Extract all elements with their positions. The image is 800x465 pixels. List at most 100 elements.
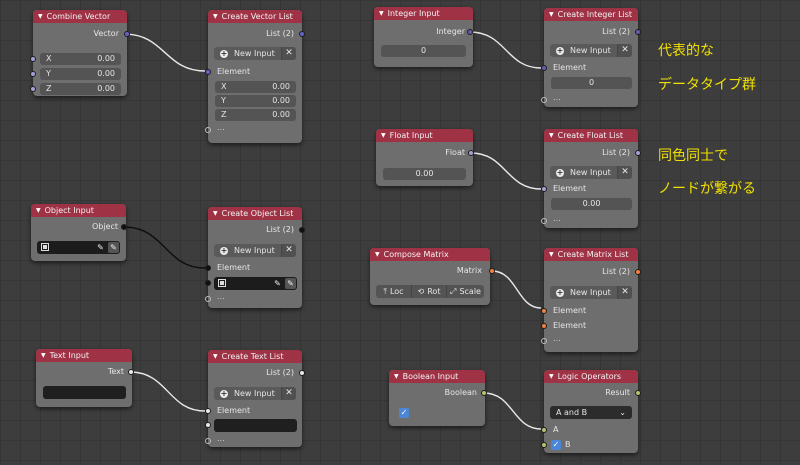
node-header[interactable]: ▼Create Float List	[544, 129, 638, 142]
scale-button[interactable]: ⤢Scale	[447, 285, 484, 298]
z-input-socket[interactable]	[30, 86, 36, 92]
element-input-socket[interactable]	[205, 265, 211, 271]
new-input-button[interactable]: +New Input✕	[214, 244, 296, 257]
new-input-button[interactable]: +New Input✕	[550, 286, 632, 299]
new-element-socket[interactable]	[541, 338, 547, 344]
a-input-socket[interactable]	[541, 427, 547, 433]
close-icon[interactable]: ✕	[281, 244, 296, 257]
collapse-arrow-icon[interactable]: ▼	[36, 207, 41, 214]
object-picker-field[interactable]: ✎ ✎	[37, 241, 120, 254]
node-header[interactable]: ▼Create Vector List	[208, 10, 302, 23]
node-header[interactable]: ▼Logic Operators	[544, 370, 638, 383]
eyedropper-alt-icon[interactable]: ✎	[285, 278, 296, 289]
list-output-socket[interactable]	[635, 269, 641, 275]
node-header[interactable]: ▼Create Matrix List	[544, 248, 638, 261]
collapse-arrow-icon[interactable]: ▼	[549, 373, 554, 380]
text-value-field[interactable]	[43, 386, 126, 399]
close-icon[interactable]: ✕	[281, 47, 296, 60]
new-element-socket[interactable]	[205, 127, 211, 133]
new-element-socket[interactable]	[205, 438, 211, 444]
collapse-arrow-icon[interactable]: ▼	[213, 353, 218, 360]
new-input-button[interactable]: +New Input✕	[550, 166, 632, 179]
node-header[interactable]: ▼Integer Input	[374, 7, 473, 20]
element-input-socket[interactable]	[541, 186, 547, 192]
y-input-socket[interactable]	[30, 71, 36, 77]
x-input-socket[interactable]	[30, 56, 36, 62]
element-text-socket[interactable]	[205, 422, 211, 428]
close-icon[interactable]: ✕	[617, 286, 632, 299]
element-text-field[interactable]	[214, 419, 297, 432]
node-header[interactable]: ▼Compose Matrix	[370, 248, 490, 261]
create-object-list-node[interactable]: ▼Create Object List List (2) +New Input✕…	[205, 207, 305, 308]
list-output-socket[interactable]	[299, 370, 305, 376]
b-input-socket[interactable]	[541, 442, 547, 448]
float-input-node[interactable]: ▼Float Input Float 0.00	[376, 129, 474, 186]
new-input-button[interactable]: +New Input✕	[214, 47, 296, 60]
close-icon[interactable]: ✕	[617, 166, 632, 179]
eyedropper-alt-icon[interactable]: ✎	[108, 242, 119, 253]
node-header[interactable]: ▼Text Input	[36, 349, 132, 362]
element-2-input-socket[interactable]	[541, 323, 547, 329]
text-input-node[interactable]: ▼Text Input Text	[36, 349, 134, 407]
collapse-arrow-icon[interactable]: ▼	[549, 132, 554, 139]
object-output-socket[interactable]	[121, 224, 127, 230]
collapse-arrow-icon[interactable]: ▼	[38, 13, 43, 20]
float-output-socket[interactable]	[468, 150, 474, 156]
element-input-socket[interactable]	[205, 408, 211, 414]
create-vector-list-node[interactable]: ▼Create Vector List List (2) +New Input✕…	[205, 10, 305, 143]
create-matrix-list-node[interactable]: ▼Create Matrix List List (2) +New Input✕…	[541, 248, 641, 352]
create-integer-list-node[interactable]: ▼Create Integer List List (2) +New Input…	[541, 8, 641, 107]
new-input-button[interactable]: +New Input✕	[214, 387, 296, 400]
new-element-socket[interactable]	[541, 97, 547, 103]
collapse-arrow-icon[interactable]: ▼	[379, 10, 384, 17]
node-header[interactable]: ▼Create Object List	[208, 207, 302, 220]
collapse-arrow-icon[interactable]: ▼	[394, 373, 399, 380]
element-value-field[interactable]: 0	[551, 77, 632, 89]
integer-output-socket[interactable]	[467, 29, 473, 35]
vector-output-socket[interactable]	[124, 31, 130, 37]
integer-value-field[interactable]: 0	[381, 45, 466, 57]
collapse-arrow-icon[interactable]: ▼	[375, 251, 380, 258]
boolean-output-socket[interactable]	[481, 390, 487, 396]
integer-input-node[interactable]: ▼Integer Input Integer 0	[374, 7, 473, 67]
new-element-socket[interactable]	[205, 296, 211, 302]
list-output-socket[interactable]	[299, 31, 305, 37]
float-value-field[interactable]: 0.00	[383, 168, 466, 180]
collapse-arrow-icon[interactable]: ▼	[549, 251, 554, 258]
boolean-input-node[interactable]: ▼Boolean Input Boolean ✓	[389, 370, 487, 426]
loc-button[interactable]: ⤒Loc	[376, 285, 412, 298]
create-text-list-node[interactable]: ▼Create Text List List (2) +New Input✕ E…	[205, 350, 305, 447]
element-1-input-socket[interactable]	[541, 308, 547, 314]
object-input-node[interactable]: ▼Object Input Object ✎ ✎	[31, 204, 127, 261]
node-header[interactable]: ▼Float Input	[376, 129, 473, 142]
node-header[interactable]: ▼Object Input	[31, 204, 126, 217]
collapse-arrow-icon[interactable]: ▼	[549, 11, 554, 18]
element-picker-socket[interactable]	[205, 280, 211, 286]
eyedropper-icon[interactable]: ✎	[97, 243, 104, 252]
new-input-button[interactable]: +New Input✕	[550, 44, 632, 57]
element-value-field[interactable]: 0.00	[551, 198, 632, 210]
result-output-socket[interactable]	[635, 390, 641, 396]
logic-operators-node[interactable]: ▼Logic Operators Result A and B⌄ A ✓ B	[541, 370, 641, 453]
b-checkbox[interactable]: ✓	[551, 440, 561, 450]
collapse-arrow-icon[interactable]: ▼	[41, 352, 46, 359]
eyedropper-icon[interactable]: ✎	[274, 279, 281, 288]
new-element-socket[interactable]	[541, 218, 547, 224]
boolean-checkbox[interactable]: ✓	[399, 408, 409, 418]
rot-button[interactable]: ⟲Rot	[412, 285, 447, 298]
close-icon[interactable]: ✕	[281, 387, 296, 400]
compose-matrix-node[interactable]: ▼Compose Matrix Matrix ⤒Loc ⟲Rot ⤢Scale	[370, 248, 495, 305]
list-output-socket[interactable]	[299, 227, 305, 233]
element-object-picker[interactable]: ✎ ✎	[214, 277, 297, 290]
node-header[interactable]: ▼Combine Vector	[33, 10, 127, 23]
create-float-list-node[interactable]: ▼Create Float List List (2) +New Input✕ …	[541, 129, 641, 228]
matrix-output-socket[interactable]	[489, 268, 495, 274]
collapse-arrow-icon[interactable]: ▼	[213, 210, 218, 217]
list-output-socket[interactable]	[635, 150, 641, 156]
